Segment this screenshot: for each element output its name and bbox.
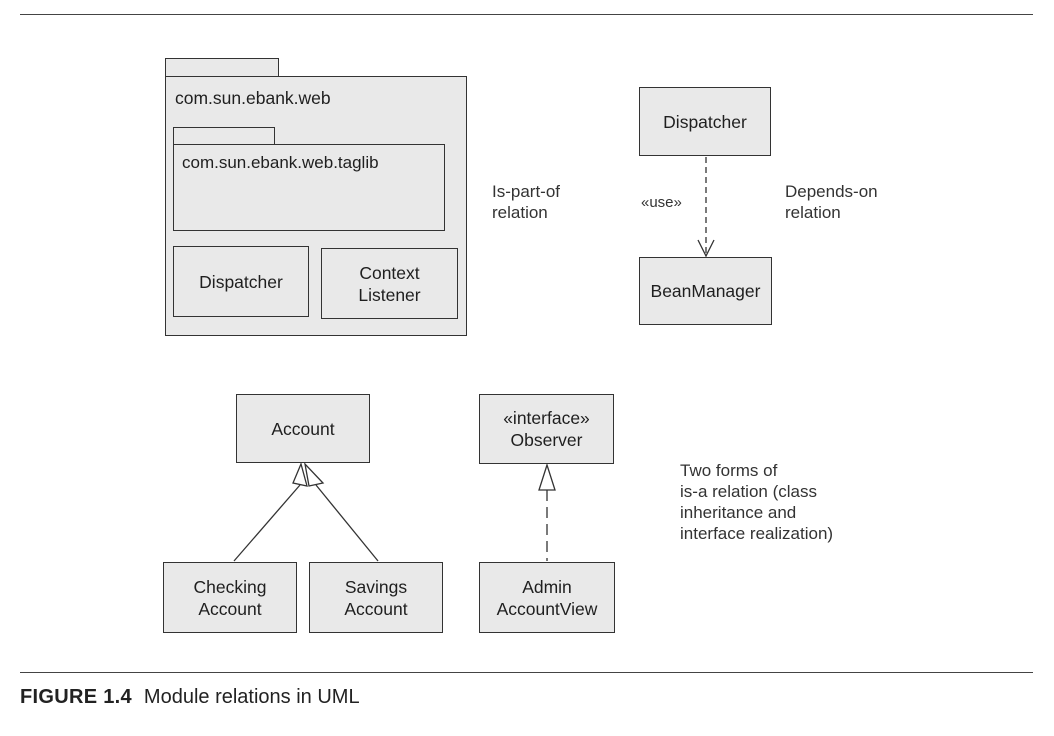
generalization-line-savings (315, 484, 379, 562)
top-rule (20, 14, 1033, 15)
dispatcher-class: Dispatcher (639, 87, 771, 156)
bean-manager-class: BeanManager (639, 257, 772, 325)
admin-account-view-class: Admin AccountView (479, 562, 615, 633)
realization-arrowhead (538, 462, 556, 491)
figure-number: FIGURE 1.4 (20, 686, 132, 708)
package-tab-outer (165, 58, 279, 77)
dispatcher-class-in-package: Dispatcher (173, 246, 309, 317)
is-a-label: Two forms of is-a relation (class inheri… (680, 461, 834, 543)
figure-title: Module relations in UML (143, 686, 360, 708)
package-tab-inner (173, 127, 275, 145)
package-com-sun-ebank-web-taglib: com.sun.ebank.web.taglib (173, 144, 445, 231)
generalization-line-checking (233, 484, 301, 562)
package-name-inner: com.sun.ebank.web.taglib (182, 153, 379, 172)
context-listener-class: Context Listener (321, 248, 458, 319)
use-stereotype-label: «use» (641, 194, 682, 211)
bottom-rule (20, 672, 1033, 673)
generalization-arrowhead-left (292, 462, 308, 487)
account-class: Account (236, 394, 370, 463)
figure-caption: FIGURE 1.4 Module relations in UML (20, 686, 360, 709)
dependency-arrowhead (697, 239, 715, 258)
observer-interface: «interface» Observer (479, 394, 614, 464)
package-name-outer: com.sun.ebank.web (175, 88, 331, 108)
depends-on-label: Depends-on relation (785, 182, 878, 222)
checking-account-class: Checking Account (163, 562, 297, 633)
savings-account-class: Savings Account (309, 562, 443, 633)
is-part-of-label: Is-part-of relation (492, 182, 561, 222)
generalization-arrowhead-right (303, 461, 325, 487)
